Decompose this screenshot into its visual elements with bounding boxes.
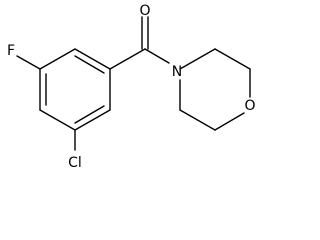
ring-bond-c1-c2 — [74, 48, 111, 70]
morpholine-bond-n-c2 — [179, 48, 216, 70]
bond-ring-to-carbonyl — [109, 48, 146, 70]
morpholine-bond-c2-c3 — [214, 48, 251, 70]
ring-bond-c4-c5 — [39, 109, 76, 131]
morpholine-bond-o-c5 — [214, 112, 245, 131]
bond-carbonyl-to-nitrogen — [144, 48, 170, 64]
morpholine-bond-c5-c6 — [179, 109, 216, 131]
atom-label-chlorine: Cl — [68, 155, 82, 171]
bond-ring-to-fluorine — [16, 55, 41, 70]
atom-label-fluorine: F — [7, 43, 15, 59]
molecule-structure: O N O F Cl — [7, 3, 256, 171]
atom-label-nitrogen: N — [172, 64, 182, 80]
ring-double-bond-1 — [74, 55, 105, 74]
atom-label-ring-oxygen: O — [244, 98, 255, 114]
ring-bond-c5-c6 — [74, 109, 111, 131]
atom-label-carbonyl-oxygen: O — [139, 3, 150, 19]
ring-bond-c2-c3 — [39, 48, 76, 70]
morpholine-ring — [179, 48, 251, 131]
ring-double-bond-3 — [74, 105, 105, 124]
benzene-ring — [39, 48, 111, 131]
